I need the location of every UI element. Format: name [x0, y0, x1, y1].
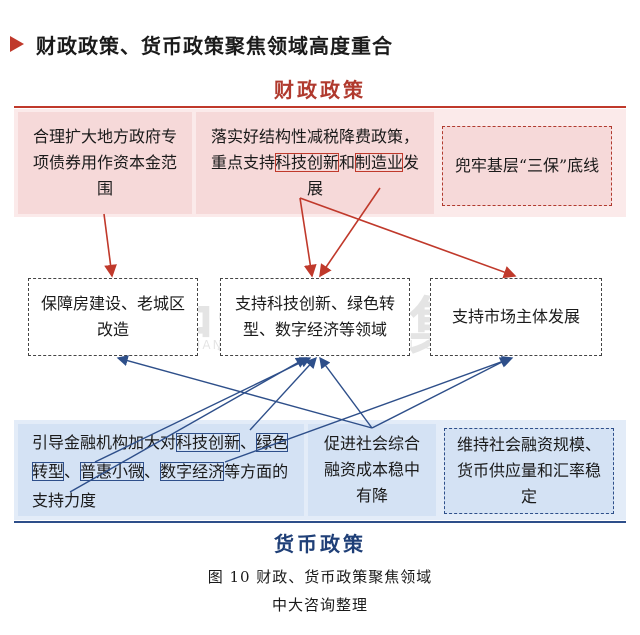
monetary-box-financial-support: 引导金融机构加大对科技创新、绿色转型、普惠小微、数字经济等方面的支持力度: [18, 424, 304, 516]
fiscal-box-tax-cuts-text: 落实好结构性减税降费政策，重点支持科技创新和制造业发展: [206, 124, 424, 202]
monetary-policy-label: 货币政策: [274, 532, 366, 556]
highlight-digital-economy: 数字经济: [160, 462, 225, 481]
fiscal-box-tax-cuts: 落实好结构性减税降费政策，重点支持科技创新和制造业发展: [196, 112, 434, 214]
fin-support-sep-1: 、: [240, 433, 257, 452]
triangle-bullet-icon: [10, 36, 24, 52]
fiscal-box-three-guarantees: 兜牢基层“三保”底线: [442, 126, 612, 206]
monetary-box-stability-text: 维持社会融资规模、货币供应量和汇率稳定: [456, 435, 601, 506]
fiscal-box-three-guarantees-text: 兜牢基层“三保”底线: [454, 156, 600, 175]
arrow-monetary-cost-to-market: [371, 357, 512, 429]
fiscal-box-special-bonds-text: 合理扩大地方政府专项债券用作资本金范围: [32, 127, 177, 198]
heading-text: 财政政策、货币政策聚焦领域高度重合: [36, 33, 393, 58]
highlight-tech-innovation-monetary: 科技创新: [176, 433, 241, 452]
focus-box-tech-green-digital-text: 支持科技创新、绿色转型、数字经济等领域: [234, 294, 395, 339]
focus-box-housing: 保障房建设、老城区改造: [28, 278, 198, 356]
monetary-divider: [14, 521, 626, 523]
monetary-box-financing-cost-text: 促进社会综合融资成本稳中有降: [323, 434, 420, 505]
monetary-box-stability: 维持社会融资规模、货币供应量和汇率稳定: [444, 428, 614, 514]
highlight-tech-innovation: 科技创新: [274, 153, 339, 172]
fin-support-sep-3: 、: [144, 462, 161, 481]
section-heading: 财政政策、货币政策聚焦领域高度重合: [10, 26, 393, 62]
monetary-box-financing-cost: 促进社会综合融资成本稳中有降: [308, 424, 436, 516]
fin-support-sep-2: 、: [64, 462, 81, 481]
tax-cuts-text-mid: 和: [338, 153, 355, 172]
arrow-monetary-cost-to-housing: [116, 355, 373, 429]
highlight-manufacturing: 制造业: [355, 153, 404, 172]
focus-box-market-entities-text: 支持市场主体发展: [451, 307, 580, 326]
tax-cuts-text-pre: 落实好结构性减税降费政策，重点支持: [210, 127, 419, 172]
focus-box-housing-text: 保障房建设、老城区改造: [40, 294, 185, 339]
arrow-monetary-cost-to-tech: [319, 356, 373, 429]
figure-caption: 图 10 财政、货币政策聚焦领域: [207, 568, 433, 586]
figure-source: 中大咨询整理: [271, 596, 368, 614]
focus-box-market-entities: 支持市场主体发展: [430, 278, 602, 356]
fiscal-divider: [14, 106, 626, 108]
highlight-inclusive-small-micro: 普惠小微: [80, 462, 145, 481]
arrow-fiscal-f1-to-housing: [103, 213, 117, 278]
tax-cuts-text-post: 发展: [306, 153, 420, 198]
fiscal-box-special-bonds: 合理扩大地方政府专项债券用作资本金范围: [18, 112, 192, 214]
focus-box-tech-green-digital: 支持科技创新、绿色转型、数字经济等领域: [220, 278, 410, 356]
fin-support-text-pre: 引导金融机构加大对: [32, 433, 177, 452]
fiscal-policy-label: 财政政策: [274, 78, 366, 102]
